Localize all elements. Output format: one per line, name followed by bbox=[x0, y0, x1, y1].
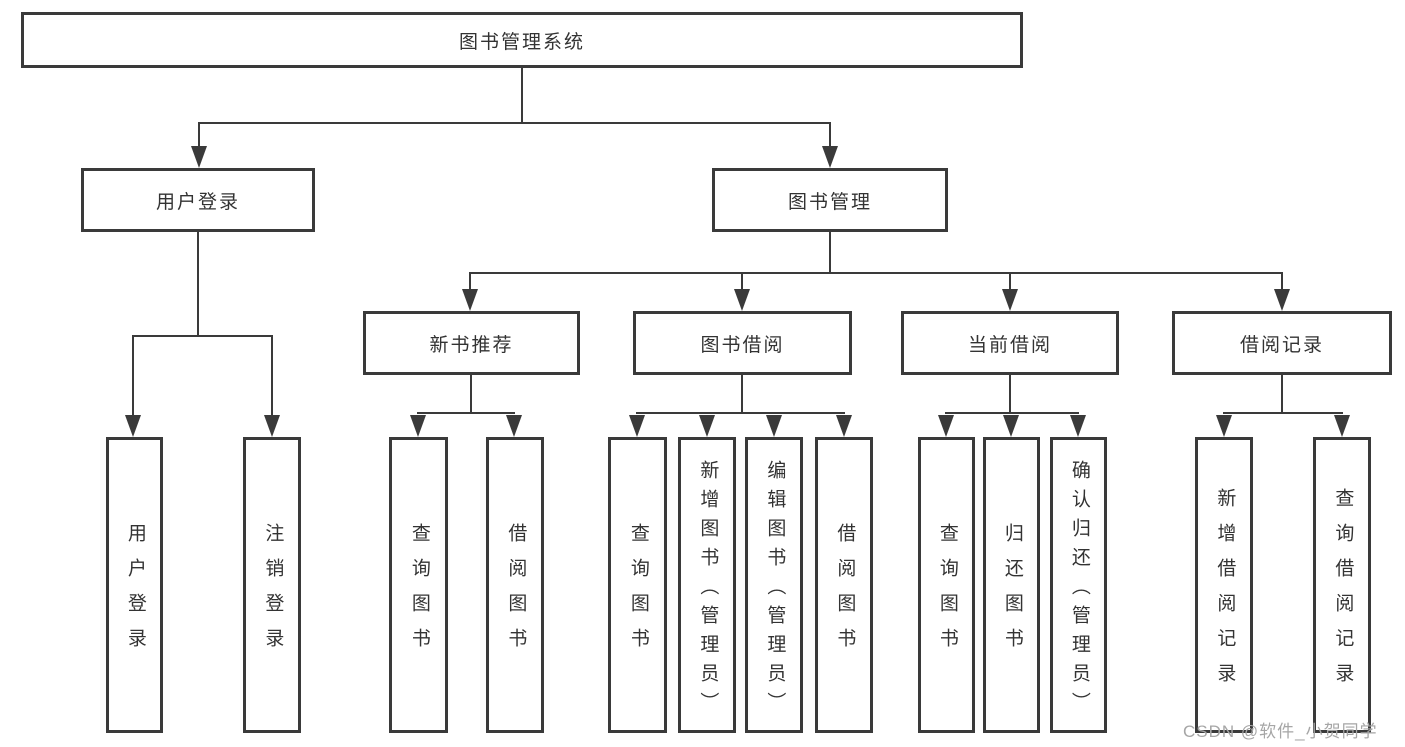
edge-book-borrow-bus bbox=[636, 412, 845, 414]
arrow-down-icon bbox=[125, 415, 141, 437]
node-leaf-confirm-return-admin: 确认归还（管理员） bbox=[1050, 437, 1107, 733]
csdn-watermark: CSDN @软件_小贺同学 bbox=[1183, 722, 1378, 741]
node-leaf-logout: 注销登录 bbox=[243, 437, 301, 733]
arrow-down-icon bbox=[836, 415, 852, 437]
node-leaf-return-books: 归还图书 bbox=[983, 437, 1040, 733]
node-label: 编辑图书（管理员） bbox=[764, 459, 786, 721]
arrow-down-icon bbox=[938, 415, 954, 437]
node-new-book-recommend: 新书推荐 bbox=[363, 311, 580, 375]
arrow-down-icon bbox=[766, 415, 782, 437]
arrow-down-icon bbox=[1334, 415, 1350, 437]
node-leaf-user-login: 用户登录 bbox=[106, 437, 163, 733]
arrow-down-icon bbox=[264, 415, 280, 437]
arrow-down-icon bbox=[462, 289, 478, 311]
node-leaf-query-books-current: 查询图书 bbox=[918, 437, 975, 733]
node-label: 新增借阅记录 bbox=[1214, 488, 1236, 698]
node-leaf-borrow-books: 借阅图书 bbox=[815, 437, 873, 733]
node-label: 查询图书 bbox=[408, 523, 430, 663]
node-label: 确认归还（管理员） bbox=[1068, 459, 1090, 721]
arrow-down-icon bbox=[410, 415, 426, 437]
node-label: 图书管理系统 bbox=[458, 31, 585, 53]
node-label: 查询图书 bbox=[936, 523, 958, 663]
node-leaf-query-books-borrowing: 查询图书 bbox=[608, 437, 667, 733]
arrow-down-icon bbox=[822, 146, 838, 168]
node-label: 用户登录 bbox=[155, 191, 240, 213]
edge-root-bus bbox=[198, 122, 831, 124]
arrow-down-icon bbox=[191, 146, 207, 168]
edge-stem-book-mgmt bbox=[829, 122, 831, 148]
edge-stem-leaf-logout bbox=[271, 335, 273, 417]
edge-current-borrow-bus bbox=[945, 412, 1079, 414]
arrow-down-icon bbox=[1070, 415, 1086, 437]
node-borrowing-records: 借阅记录 bbox=[1172, 311, 1392, 375]
edge-stem-current-borrow bbox=[1009, 272, 1011, 291]
edge-new-book-rec-vertical bbox=[470, 375, 472, 414]
node-label: 借阅图书 bbox=[834, 523, 856, 663]
node-label: 查询图书 bbox=[627, 523, 649, 663]
arrow-down-icon bbox=[506, 415, 522, 437]
node-leaf-add-borrow-record: 新增借阅记录 bbox=[1195, 437, 1253, 733]
node-leaf-add-books-admin: 新增图书（管理员） bbox=[678, 437, 736, 733]
edge-borrow-records-bus bbox=[1223, 412, 1343, 414]
edge-user-login-vertical bbox=[197, 232, 199, 337]
edge-stem-book-borrow bbox=[741, 272, 743, 291]
arrow-down-icon bbox=[699, 415, 715, 437]
node-label: 借阅图书 bbox=[505, 523, 527, 663]
edge-book-borrow-vertical bbox=[741, 375, 743, 414]
node-label: 注销登录 bbox=[262, 523, 284, 663]
arrow-down-icon bbox=[1216, 415, 1232, 437]
node-label: 图书管理 bbox=[787, 191, 872, 213]
node-leaf-query-books-recommend: 查询图书 bbox=[389, 437, 448, 733]
node-label: 图书借阅 bbox=[700, 334, 785, 356]
node-label: 新书推荐 bbox=[429, 334, 514, 356]
edge-stem-borrow-records bbox=[1281, 272, 1283, 291]
node-leaf-edit-books-admin: 编辑图书（管理员） bbox=[745, 437, 803, 733]
edge-book-mgmt-vertical bbox=[829, 232, 831, 274]
node-label: 用户登录 bbox=[124, 523, 146, 663]
edge-book-mgmt-bus bbox=[469, 272, 1283, 274]
node-leaf-query-borrow-record: 查询借阅记录 bbox=[1313, 437, 1371, 733]
node-label: 当前借阅 bbox=[967, 334, 1052, 356]
edge-new-book-rec-bus bbox=[417, 412, 515, 414]
arrow-down-icon bbox=[1003, 415, 1019, 437]
arrow-down-icon bbox=[1274, 289, 1290, 311]
node-leaf-borrow-books-recommend: 借阅图书 bbox=[486, 437, 544, 733]
arrow-down-icon bbox=[1002, 289, 1018, 311]
node-label: 查询借阅记录 bbox=[1332, 488, 1354, 698]
node-label: 归还图书 bbox=[1001, 523, 1023, 663]
edge-borrow-records-vertical bbox=[1281, 375, 1283, 414]
edge-stem-leaf-login bbox=[132, 335, 134, 417]
edge-stem-user-login bbox=[198, 122, 200, 148]
edge-root-vertical bbox=[521, 68, 523, 124]
edge-current-borrow-vertical bbox=[1009, 375, 1011, 414]
node-label: 借阅记录 bbox=[1239, 334, 1324, 356]
node-label: 新增图书（管理员） bbox=[697, 459, 719, 721]
node-book-borrowing: 图书借阅 bbox=[633, 311, 852, 375]
arrow-down-icon bbox=[629, 415, 645, 437]
edge-stem-new-book-rec bbox=[469, 272, 471, 291]
node-user-login: 用户登录 bbox=[81, 168, 315, 232]
arrow-down-icon bbox=[734, 289, 750, 311]
node-book-management: 图书管理 bbox=[712, 168, 948, 232]
node-library-management-system: 图书管理系统 bbox=[21, 12, 1023, 68]
edge-user-login-bus bbox=[132, 335, 273, 337]
node-current-borrowing: 当前借阅 bbox=[901, 311, 1119, 375]
